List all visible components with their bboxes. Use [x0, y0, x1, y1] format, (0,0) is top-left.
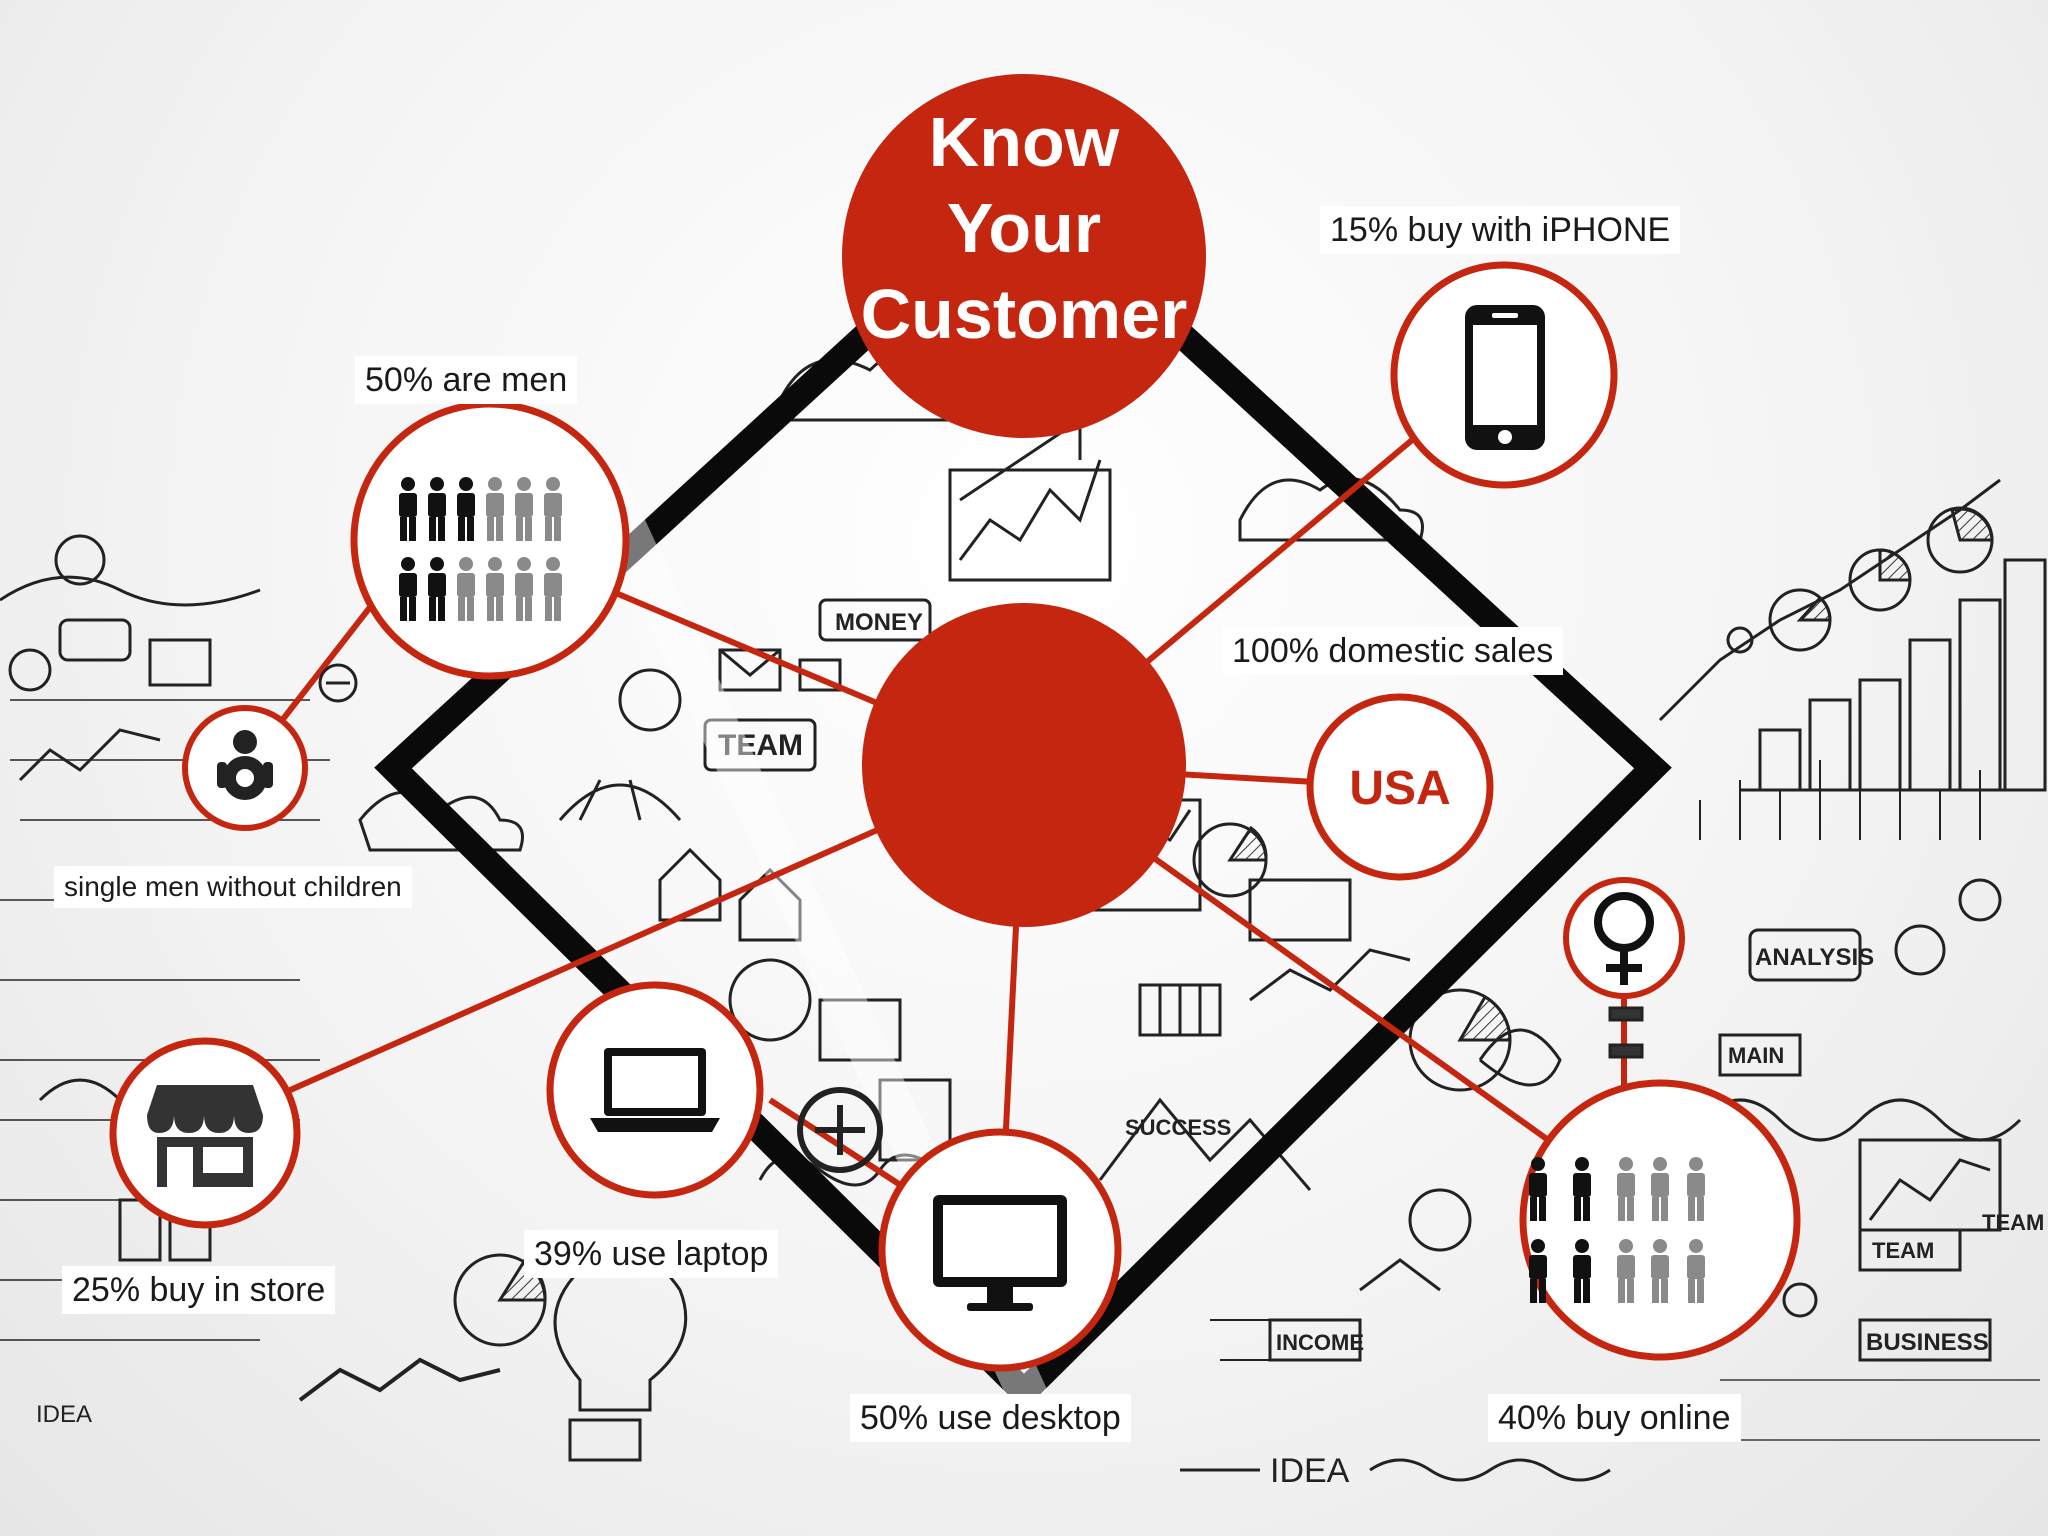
svg-text:INCOME: INCOME	[1276, 1330, 1364, 1355]
node-women	[1563, 877, 1685, 999]
connector-doodles	[318, 663, 1644, 1173]
title-line-1: Know	[929, 103, 1120, 181]
svg-text:SUCCESS: SUCCESS	[1125, 1115, 1231, 1140]
female-symbol-icon	[1594, 892, 1654, 985]
node-single	[182, 705, 308, 831]
title-line-3: Customer	[861, 275, 1188, 353]
label-single: single men without children	[54, 866, 412, 908]
svg-text:TEAM: TEAM	[718, 729, 803, 762]
title-line-2: Your	[947, 189, 1101, 267]
svg-text:BUSINESS: BUSINESS	[1866, 1329, 1989, 1356]
node-online	[1519, 1079, 1801, 1361]
laptop-icon	[590, 1048, 720, 1132]
label-domestic: 100% domestic sales	[1222, 627, 1564, 675]
svg-text:MAIN: MAIN	[1728, 1043, 1784, 1068]
center-hub	[862, 603, 1186, 927]
usa-badge: USA	[1349, 762, 1450, 815]
svg-text:IDEA: IDEA	[1270, 1452, 1350, 1490]
svg-text:TEAM: TEAM	[1872, 1238, 1934, 1263]
label-online: 40% buy online	[1488, 1394, 1741, 1442]
node-iphone	[1390, 261, 1618, 489]
node-laptop	[546, 981, 764, 1199]
svg-text:TEAM: TEAM	[1982, 1210, 2044, 1235]
label-iphone: 15% buy with iPHONE	[1320, 206, 1681, 254]
smartphone-icon	[1465, 305, 1545, 450]
label-store: 25% buy in store	[62, 1266, 336, 1314]
monitor-icon	[933, 1195, 1067, 1311]
title-bubble: Know Your Customer	[842, 74, 1206, 438]
label-desktop: 50% use desktop	[850, 1394, 1131, 1442]
node-desktop	[878, 1128, 1122, 1372]
svg-text:MONEY: MONEY	[835, 609, 923, 636]
baby-icon	[217, 730, 273, 800]
node-men	[350, 400, 630, 680]
svg-text:ANALYSIS: ANALYSIS	[1755, 944, 1874, 971]
node-store	[109, 1037, 301, 1229]
background-doodles: MONEY TEAM SUCCESS INCOME IDEA	[0, 350, 2047, 1490]
label-men: 50% are men	[355, 356, 578, 404]
svg-text:IDEA: IDEA	[36, 1401, 92, 1428]
storefront-icon	[147, 1085, 263, 1187]
label-laptop: 39% use laptop	[524, 1230, 779, 1278]
node-domestic: USA	[1306, 693, 1494, 881]
